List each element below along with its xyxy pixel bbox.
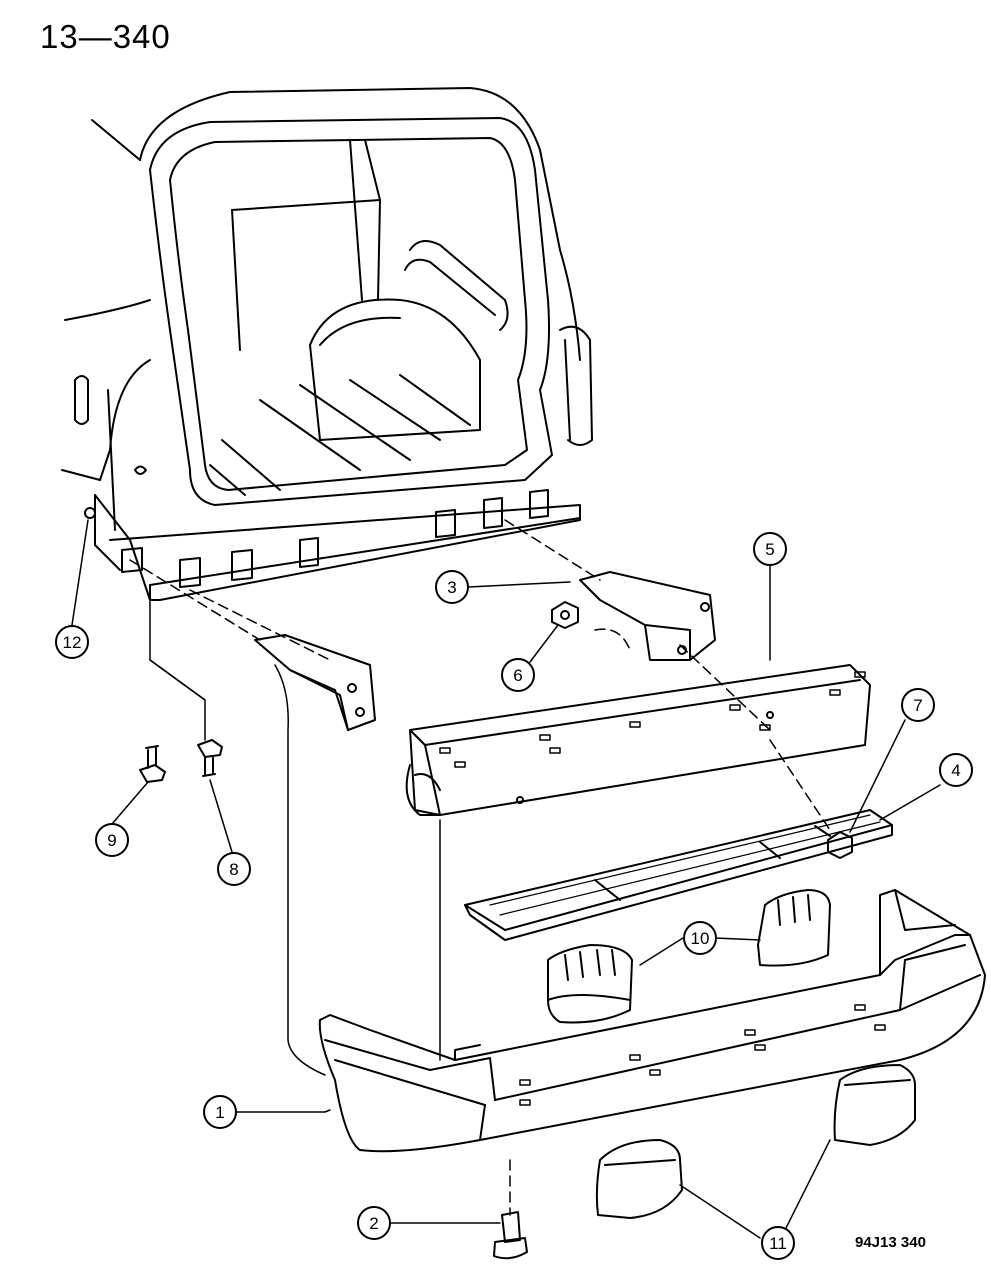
- callout-9: 9: [95, 823, 129, 857]
- callout-12: 12: [55, 625, 89, 659]
- bumper-guard-upper-left: [547, 944, 633, 1024]
- svg-text:8: 8: [229, 860, 238, 879]
- svg-text:10: 10: [691, 929, 710, 948]
- svg-text:1: 1: [215, 1103, 224, 1122]
- leader-lines: [71, 519, 941, 1241]
- fastener-12-clip: [84, 507, 96, 519]
- callout-2: 2: [357, 1206, 391, 1240]
- callout-7: 7: [901, 688, 935, 722]
- svg-text:4: 4: [951, 761, 960, 780]
- assembly-lines: [94, 519, 831, 1216]
- callout-8: 8: [217, 852, 251, 886]
- fastener-2-pushpin: [493, 1211, 528, 1260]
- bar-slots: [439, 671, 866, 768]
- svg-text:2: 2: [369, 1214, 378, 1233]
- svg-text:7: 7: [913, 696, 922, 715]
- impact-bar: [405, 664, 871, 816]
- fastener-7-bolt: [814, 825, 853, 859]
- callout-5: 5: [753, 532, 787, 566]
- svg-text:11: 11: [769, 1234, 787, 1253]
- fascia-slots: [519, 1004, 886, 1106]
- callout-4: 4: [939, 753, 973, 787]
- bumper-fascia: [318, 889, 986, 1153]
- energy-absorber: [464, 809, 893, 941]
- page-number: 13—340: [40, 18, 171, 55]
- vehicle-rear-body: [61, 87, 593, 601]
- svg-text:6: 6: [513, 666, 522, 685]
- bumper-guard-lower-left: [595, 1139, 683, 1219]
- figure-code: 94J13 340: [855, 1234, 926, 1251]
- svg-text:3: 3: [447, 578, 456, 597]
- fastener-9-bolt: [139, 745, 166, 783]
- callout-1: 1: [203, 1095, 237, 1129]
- callout-10: 10: [683, 921, 717, 955]
- callout-11: 11: [761, 1226, 795, 1260]
- fastener-8-bolt: [197, 739, 223, 777]
- svg-text:9: 9: [107, 831, 116, 850]
- bracket-left: [254, 634, 376, 731]
- svg-text:12: 12: [63, 633, 82, 652]
- fastener-6-nut: [551, 601, 579, 629]
- bumper-guard-lower-right: [833, 1064, 916, 1146]
- callout-3: 3: [435, 570, 469, 604]
- callout-6: 6: [501, 658, 535, 692]
- svg-text:5: 5: [765, 540, 774, 559]
- bracket-right: [579, 571, 716, 661]
- bumper-guard-upper-right: [757, 889, 831, 967]
